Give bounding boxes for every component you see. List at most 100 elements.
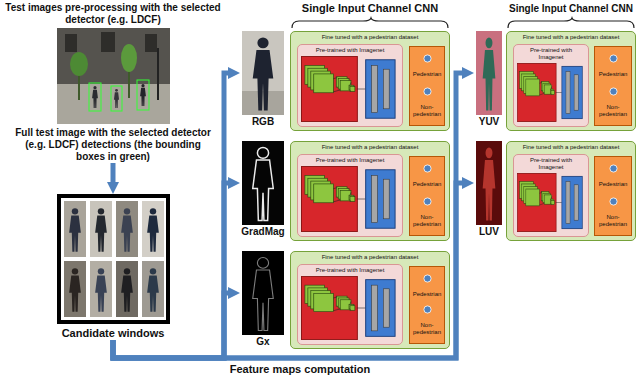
channel-label: YUV <box>479 116 500 128</box>
illustration <box>242 31 284 115</box>
output-box: PedestrianNon-pedestrian <box>594 46 632 126</box>
box-title: Fine tuned with a pedestrian dataset <box>291 252 449 261</box>
finetune-box: Fine tuned with a pedestrian datasetPre-… <box>506 31 636 131</box>
finetune-box: Fine tuned with a pedestrian datasetPre-… <box>506 141 636 241</box>
channel-image: LUV <box>474 141 504 238</box>
box-title: Pre-trained with Imagenet <box>517 157 585 171</box>
group-heading: Single Input Channel CNN <box>509 2 633 15</box>
pretrain-box: Pre-trained with Imagenet <box>297 264 403 345</box>
group-brace <box>292 18 448 28</box>
channel-image: RGB <box>240 31 286 128</box>
flow-label: Feature maps computation <box>230 363 371 376</box>
illustration <box>476 31 502 115</box>
output-box: PedestrianNon-pedestrian <box>594 156 632 236</box>
cnn-layers <box>301 56 399 122</box>
class-label: Pedestrian <box>413 71 442 78</box>
channel-image: GradMag <box>240 141 286 238</box>
illustration <box>57 28 170 124</box>
channel-label: Gx <box>256 336 269 348</box>
pretrain-box: Pre-trained with Imagenet <box>297 154 403 237</box>
output-neuron <box>423 275 430 282</box>
illustration <box>301 276 395 339</box>
candidate-windows: Candidate windows <box>54 194 172 340</box>
output-neuron <box>423 306 430 313</box>
group-brace <box>508 18 634 28</box>
output-neuron <box>609 88 616 95</box>
caption-text: Candidate windows <box>62 327 165 340</box>
output-neuron <box>423 164 432 173</box>
finetune-box: Fine tuned with a pedestrian datasetPre-… <box>290 141 450 241</box>
box-title: Pre-trained with Imagenet <box>301 47 399 54</box>
box-title: Pre-trained with Imagenet <box>301 157 399 164</box>
output-neuron <box>423 54 432 63</box>
output-neuron <box>609 55 616 62</box>
image-illustration <box>57 194 170 324</box>
output-box: PedestrianNon-pedestrian <box>409 156 445 236</box>
class-label: Pedestrian <box>599 181 628 188</box>
output-neuron <box>423 88 430 95</box>
channel-image: YUV <box>474 31 504 128</box>
caption-text: Full test image with the selected detect… <box>15 127 211 163</box>
output-neuron <box>423 198 430 205</box>
class-label: Non-pedestrian <box>412 322 442 336</box>
cnn-layers <box>517 173 585 232</box>
illustration <box>301 56 395 121</box>
channel-label: RGB <box>252 116 274 128</box>
test-image: Test images pre-processing with the sele… <box>2 2 224 163</box>
output-neuron <box>423 274 432 283</box>
channel-label: GradMag <box>241 226 284 238</box>
image-illustration <box>242 141 284 225</box>
class-label: Pedestrian <box>413 291 442 298</box>
output-neuron <box>423 55 430 62</box>
heading-text: Test images pre-processing with the sele… <box>2 2 224 26</box>
cnn-layers <box>301 166 399 232</box>
illustration <box>476 141 502 225</box>
output-neuron <box>609 197 618 206</box>
class-label: Non-pedestrian <box>412 104 442 118</box>
box-title: Fine tuned with a pedestrian dataset <box>291 32 449 41</box>
output-neuron <box>609 54 618 63</box>
illustration <box>242 141 284 225</box>
output-neuron <box>423 165 430 172</box>
pretrain-box: Pre-trained with Imagenet <box>297 44 403 127</box>
output-neuron <box>609 87 618 96</box>
class-label: Non-pedestrian <box>412 214 442 228</box>
output-neuron <box>609 198 616 205</box>
pretrain-box: Pre-trained with Imagenet <box>513 44 589 127</box>
channel-label: LUV <box>479 226 499 238</box>
box-title: Pre-trained with Imagenet <box>301 267 399 274</box>
class-label: Non-pedestrian <box>597 214 629 228</box>
box-title: Fine tuned with a pedestrian dataset <box>507 142 635 151</box>
image-illustration <box>476 31 502 115</box>
output-neuron <box>423 305 432 314</box>
image-illustration <box>242 251 284 335</box>
class-label: Non-pedestrian <box>597 104 629 118</box>
box-title: Pre-trained with Imagenet <box>517 47 585 61</box>
class-label: Pedestrian <box>413 181 442 188</box>
box-title: Fine tuned with a pedestrian dataset <box>507 32 635 41</box>
output-neuron <box>423 197 432 206</box>
image-illustration <box>242 31 284 115</box>
group-heading: Single Input Channel CNN <box>302 2 438 15</box>
illustration <box>517 63 582 121</box>
output-neuron <box>423 87 432 96</box>
output-neuron <box>609 164 618 173</box>
image-illustration <box>476 141 502 225</box>
output-box: PedestrianNon-pedestrian <box>409 46 445 126</box>
illustration <box>517 173 582 231</box>
cnn-layers <box>517 63 585 122</box>
finetune-box: Fine tuned with a pedestrian datasetPre-… <box>290 31 450 131</box>
output-box: PedestrianNon-pedestrian <box>409 266 445 344</box>
channel-image: Gx <box>240 251 286 348</box>
cnn-layers <box>301 276 399 340</box>
flow-arrow <box>111 163 116 186</box>
pretrain-box: Pre-trained with Imagenet <box>513 154 589 237</box>
finetune-box: Fine tuned with a pedestrian datasetPre-… <box>290 251 450 349</box>
output-neuron <box>609 165 616 172</box>
illustration <box>242 251 284 335</box>
image-illustration <box>57 28 170 124</box>
class-label: Pedestrian <box>599 71 628 78</box>
illustration <box>59 196 168 322</box>
box-title: Fine tuned with a pedestrian dataset <box>291 142 449 151</box>
